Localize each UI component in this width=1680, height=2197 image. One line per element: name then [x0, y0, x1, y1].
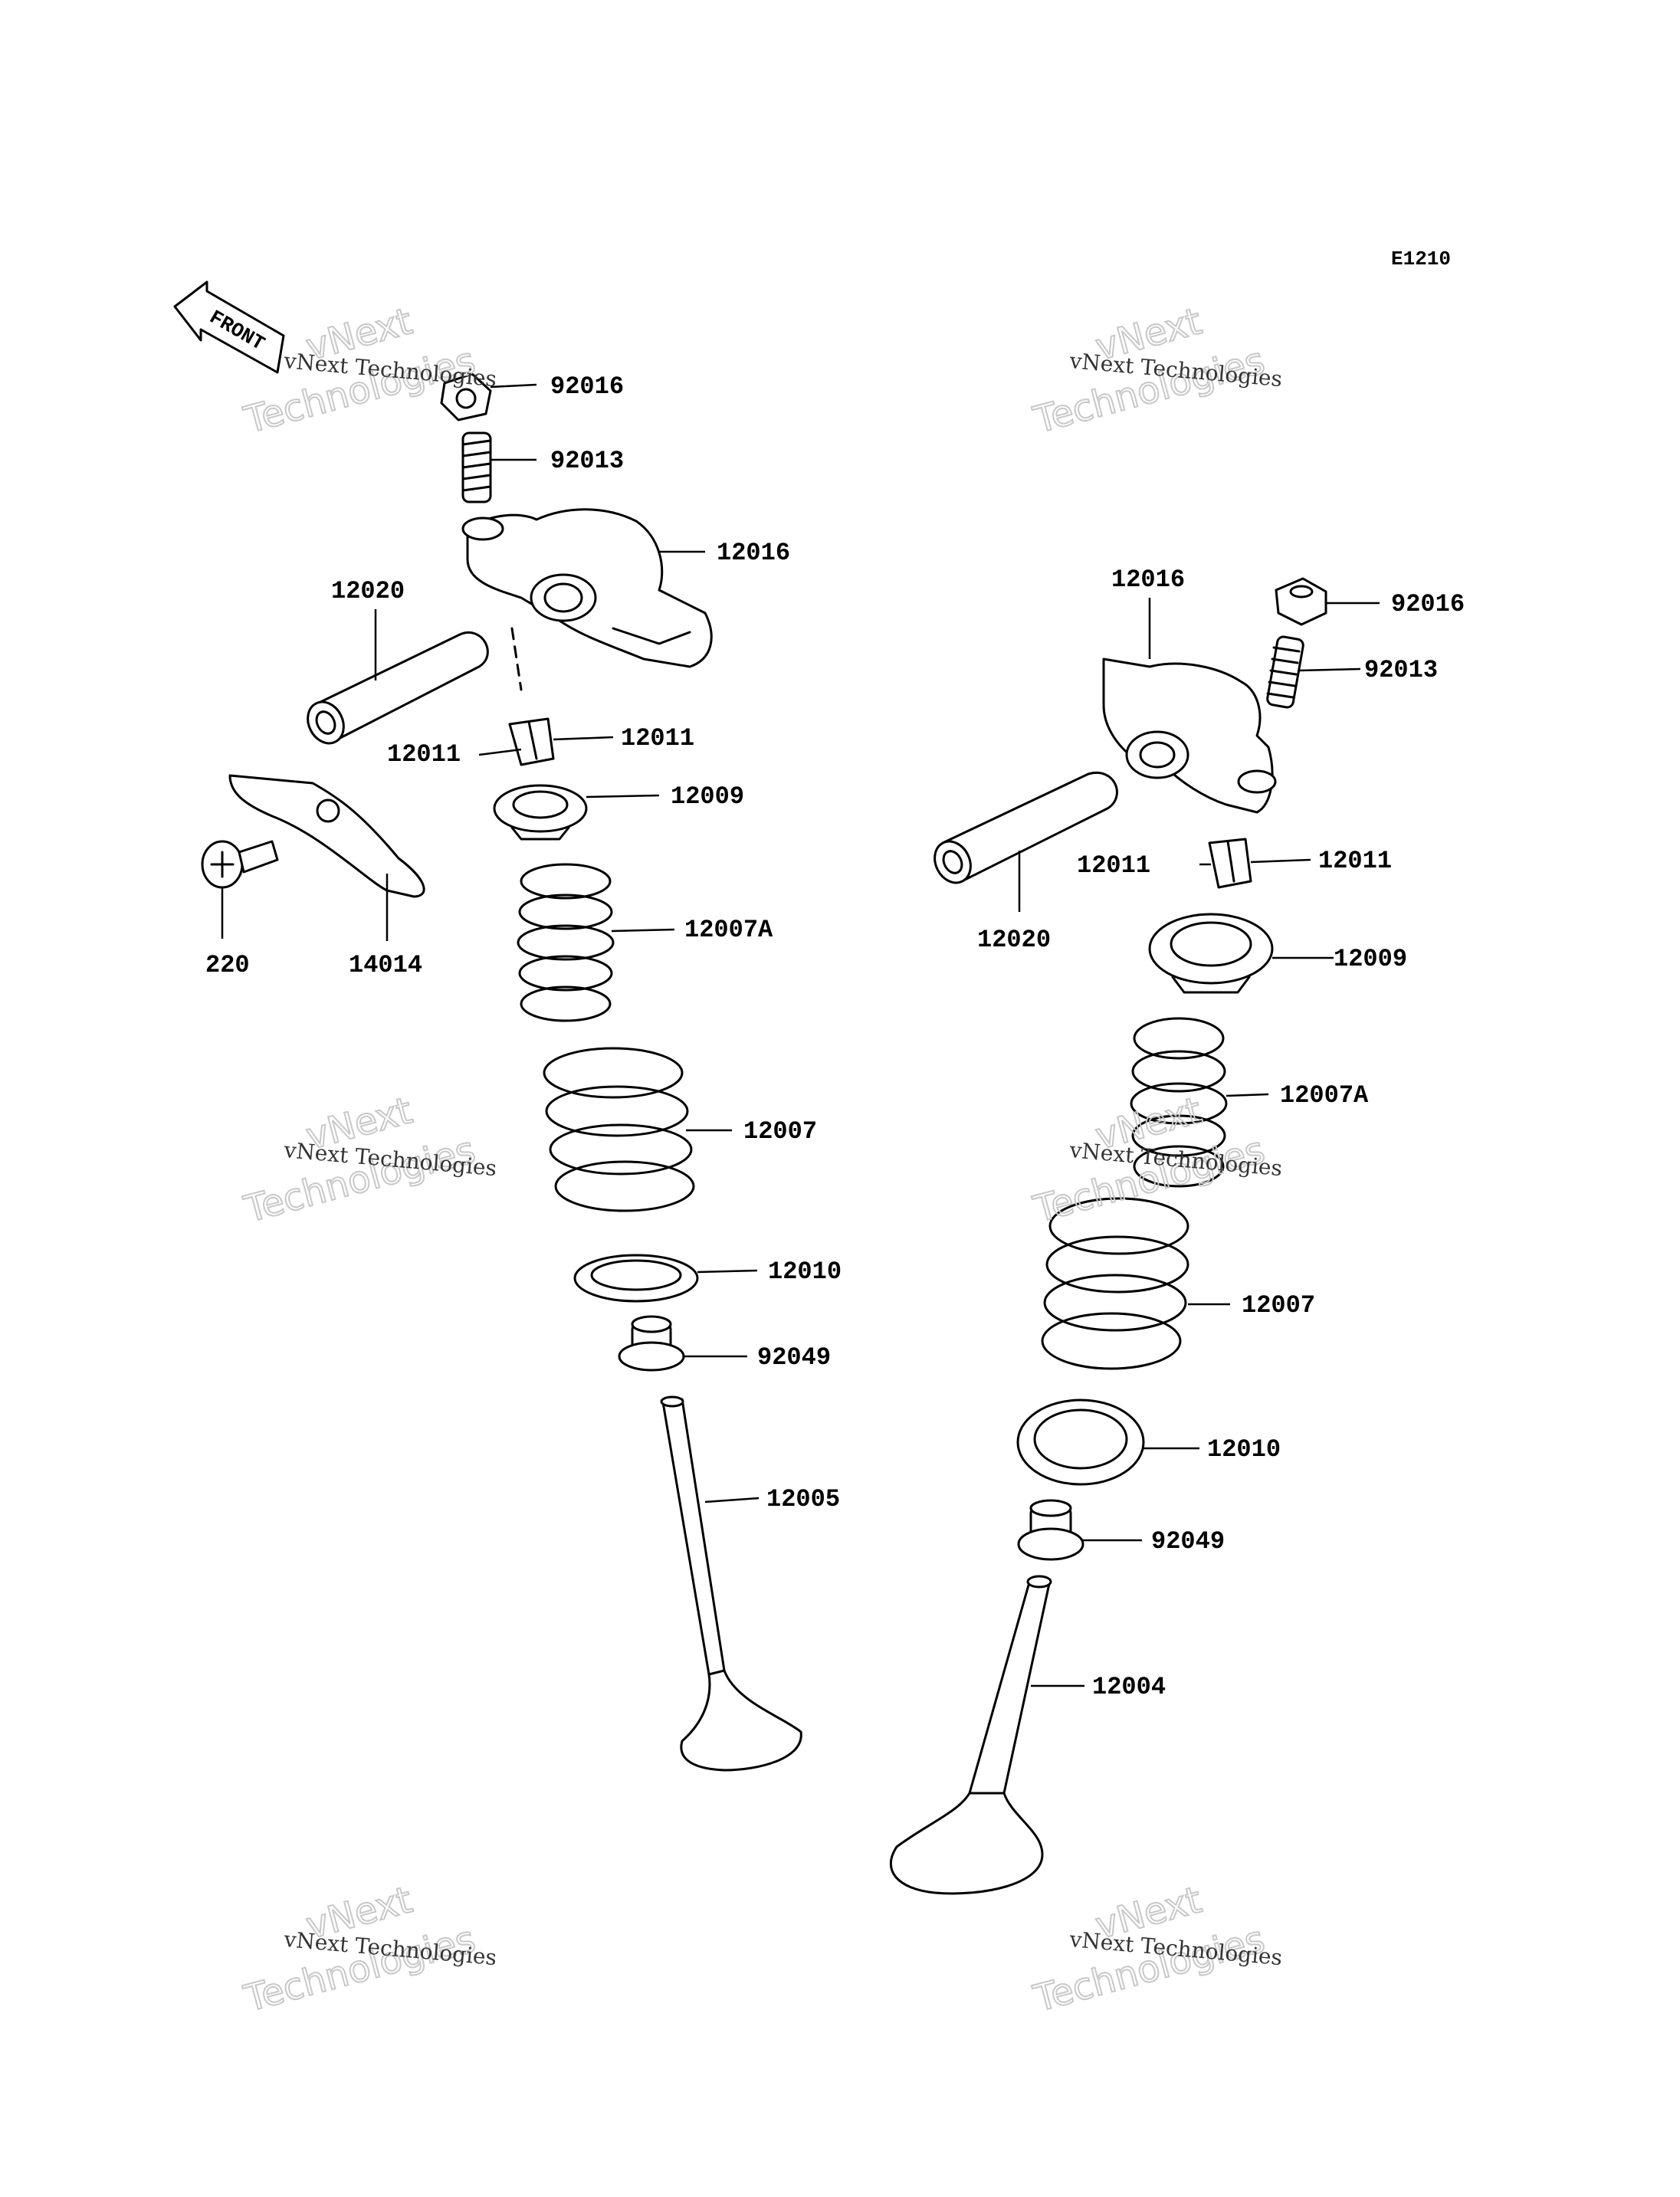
reference-code: E1210 [1391, 248, 1451, 271]
left-inner-spring [517, 863, 615, 1022]
left-spring-seat [573, 1254, 699, 1303]
left-rocker-shaft-label: 12020 [331, 577, 405, 605]
right-valve-label: 12004 [1092, 1673, 1166, 1701]
right-stem-seal-label: 92049 [1151, 1527, 1225, 1556]
right-nut-label: 92016 [1391, 590, 1465, 618]
left-outer-spring [543, 1047, 695, 1212]
right-adjust-screw [1266, 635, 1304, 709]
left-valve [660, 1395, 802, 1772]
right-inner-spring-label: 12007A [1280, 1081, 1369, 1110]
right-spring-seat [1016, 1399, 1145, 1486]
left-cotters [508, 717, 555, 766]
right-cotter-left-label: 12011 [1077, 851, 1150, 880]
left-valve-label: 12005 [766, 1485, 840, 1513]
right-rocker-shaft-label: 12020 [977, 926, 1051, 954]
left-nut-label: 92016 [550, 372, 624, 401]
right-outer-spring [1041, 1197, 1189, 1370]
watermark: vNext Technologies vNext Technologies [1029, 299, 1284, 443]
right-rocker-arm-label: 12016 [1111, 566, 1185, 594]
right-outer-spring-label: 12007 [1242, 1291, 1315, 1320]
left-inner-spring-label: 12007A [684, 916, 773, 944]
left-rocker-arm-label: 12016 [717, 539, 790, 567]
right-stem-seal [1017, 1499, 1084, 1561]
left-outer-spring-label: 12007 [743, 1117, 817, 1146]
watermark: vNext Technologies vNext Technologies [1029, 1877, 1284, 2022]
right-retainer [1148, 913, 1274, 994]
left-stem-seal-label: 92049 [757, 1343, 831, 1372]
watermark: vNext Technologies vNext Technologies [1029, 1088, 1284, 1232]
left-retainer-label: 12009 [671, 782, 744, 811]
left-rocker-shaft [307, 631, 489, 745]
left-nut [440, 372, 492, 421]
right-inner-spring [1130, 1017, 1228, 1188]
watermark: vNext Technologies vNext Technologies [239, 1877, 498, 2022]
right-retainer-label: 12009 [1334, 945, 1407, 973]
front-arrow-icon: FRONT [173, 280, 285, 374]
left-retainer [493, 784, 588, 841]
right-nut [1275, 577, 1327, 626]
left-spring-seat-label: 12010 [768, 1258, 842, 1286]
left-plate [228, 774, 425, 898]
watermark: vNext Technologies vNext Technologies [239, 1088, 498, 1232]
left-screw-label: 220 [205, 951, 250, 979]
left-rocker-arm [461, 508, 713, 668]
right-adjust-screw-label: 92013 [1364, 656, 1438, 684]
right-valve [889, 1575, 1052, 1895]
right-cotters [1208, 838, 1252, 889]
right-rocker-shaft [934, 771, 1118, 884]
right-cotter-right-label: 12011 [1318, 847, 1392, 875]
right-rocker-arm [1102, 657, 1277, 814]
left-cotter-left-label: 12011 [387, 740, 461, 769]
left-adjust-screw [461, 431, 492, 503]
left-adjust-screw-label: 92013 [550, 447, 624, 475]
right-spring-seat-label: 12010 [1207, 1435, 1281, 1464]
left-cotter-right-label: 12011 [621, 724, 694, 753]
left-plate-label: 14014 [349, 951, 422, 979]
left-stem-seal [618, 1315, 685, 1372]
left-screw [201, 840, 279, 889]
